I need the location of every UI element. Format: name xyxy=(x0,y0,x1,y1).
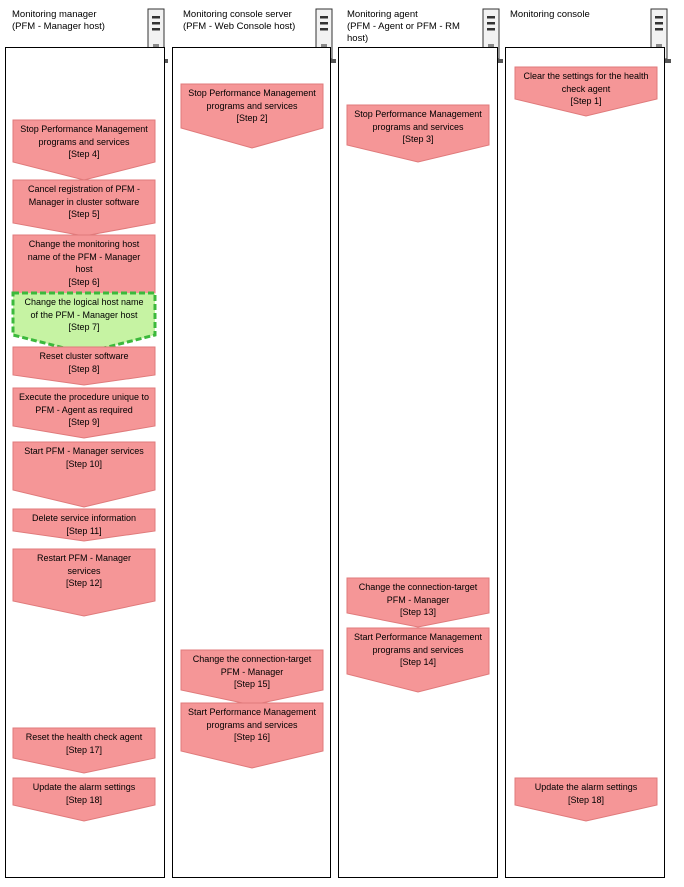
step-label: Update the alarm settings [Step 18] xyxy=(32,782,136,805)
column-title-agent: Monitoring agent (PFM - Agent or PFM - R… xyxy=(347,9,460,44)
step-label: Cancel registration of PFM - Manager in … xyxy=(27,184,141,219)
step-label: Stop Performance Management programs and… xyxy=(20,124,148,159)
step-shape xyxy=(346,104,490,163)
server-icon xyxy=(479,8,503,63)
step-shape xyxy=(514,66,658,117)
step-label: Reset the health check agent [Step 17] xyxy=(25,732,143,755)
column-title-manager: Monitoring manager (PFM - Manager host) xyxy=(12,9,105,32)
step-label: Update the alarm settings [Step 18] xyxy=(534,782,638,805)
step-label: Start Performance Management programs an… xyxy=(187,707,317,742)
step-label: Delete service information [Step 11] xyxy=(31,513,137,536)
step-shape xyxy=(514,777,658,822)
step-label: Change the logical host name of the PFM … xyxy=(24,297,144,332)
lane-agent xyxy=(338,47,498,878)
step-shape xyxy=(12,346,156,386)
step-shape xyxy=(12,387,156,439)
step-label: Clear the settings for the health check … xyxy=(523,71,649,106)
step-shape xyxy=(180,702,324,769)
step-label: Stop Performance Management programs and… xyxy=(188,88,316,123)
step-label: Stop Performance Management programs and… xyxy=(354,109,482,144)
step-label: Start Performance Management programs an… xyxy=(353,632,483,667)
step-shape xyxy=(346,627,490,693)
step-label: Start PFM - Manager services [Step 10] xyxy=(24,446,144,469)
step-shape xyxy=(180,83,324,149)
step-shape xyxy=(12,119,156,181)
column-title-console: Monitoring console xyxy=(510,9,590,20)
step-label: Execute the procedure unique to PFM - Ag… xyxy=(18,392,150,427)
step-shape xyxy=(346,577,490,628)
step-shape xyxy=(180,649,324,706)
step-shape xyxy=(11,291,157,355)
step-shape xyxy=(12,548,156,617)
step-label: Change the monitoring host name of the P… xyxy=(27,239,141,287)
step-shape xyxy=(12,727,156,774)
step-shape xyxy=(12,179,156,237)
step-shape xyxy=(12,777,156,822)
lane-console xyxy=(505,47,665,878)
column-title-web-console: Monitoring console server (PFM - Web Con… xyxy=(183,9,296,32)
step-label: Change the connection-target PFM - Manag… xyxy=(192,654,312,689)
step-label: Reset cluster software [Step 8] xyxy=(39,351,129,374)
step-shape xyxy=(12,441,156,508)
step-label: Restart PFM - Manager services [Step 12] xyxy=(36,553,132,588)
step-label: Change the connection-target PFM - Manag… xyxy=(358,582,478,617)
step-shape xyxy=(12,508,156,542)
